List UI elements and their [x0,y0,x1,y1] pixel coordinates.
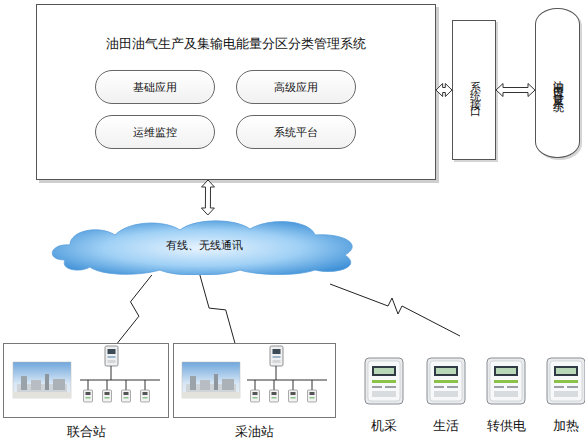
meter-illustration [365,358,403,404]
wire [312,380,313,390]
external-system-box: 油田关口计量系统 [535,8,580,158]
small-meter [289,390,298,402]
node-label: 转供电 [471,417,541,435]
node-label: 联合站 [0,423,178,441]
station-photo [182,362,240,398]
node-label: 运维监控 [133,125,177,140]
wire [107,380,108,390]
small-meter [84,390,93,402]
double-arrow [201,180,214,215]
node-label: 高级应用 [274,80,318,95]
node-label: 采油站 [164,423,345,441]
module-pill: 系统平台 [236,115,356,149]
wire [255,380,256,390]
small-meter [122,390,131,402]
small-meter [103,390,112,402]
panel-meter [105,346,118,366]
wireless-link [118,275,152,343]
wire [126,380,127,390]
node-label: 基础应用 [133,80,177,95]
station-box: 联合站 [3,343,169,418]
meter-illustration [547,358,585,404]
meter-node: 生活 [425,355,467,435]
small-meter [251,390,260,402]
module-pill: 基础应用 [95,70,215,104]
wire [145,380,146,390]
meter-node: 转供电 [485,355,527,435]
wire [293,380,294,390]
panel-meter [270,346,283,366]
module-pill: 运维监控 [95,115,215,149]
cloud-outline [52,221,352,275]
meter-illustration [427,358,465,404]
small-meter [141,390,150,402]
module-pill: 高级应用 [236,70,356,104]
node-label: 油田油气生产及集输电能量分区分类管理系统 [37,35,435,53]
bus-line [80,380,160,381]
network-cloud: 有线、无线通讯 [45,215,363,275]
node-label: 生活 [411,417,481,435]
interface-box: 系统接口 [452,20,496,160]
wireless-link [200,275,235,343]
station-illustration [13,346,160,402]
meter-node: 机采 [363,355,405,435]
station-illustration [182,346,327,402]
station-box: 采油站 [173,343,336,418]
small-meter [270,390,279,402]
node-label: 加热 [531,417,585,435]
double-arrow [436,84,452,97]
wire [276,366,277,380]
node-label: 油田关口计量系统 [550,71,565,95]
wire [274,380,275,390]
meter-illustration [487,358,525,404]
wireless-link [330,284,460,336]
meter-node: 加热 [545,355,585,435]
system-box: 油田油气生产及集输电能量分区分类管理系统基础应用 高级应用运维监控 系统平台 [36,4,436,180]
node-label: 系统平台 [274,125,318,140]
node-label: 有线、无线通讯 [166,238,243,253]
node-label: 机采 [349,417,419,435]
small-meter [308,390,317,402]
station-photo [13,362,71,398]
bus-line [247,380,327,381]
wire [88,380,89,390]
node-label: 系统接口 [467,72,482,108]
double-arrow [496,84,535,97]
wire [111,366,112,380]
